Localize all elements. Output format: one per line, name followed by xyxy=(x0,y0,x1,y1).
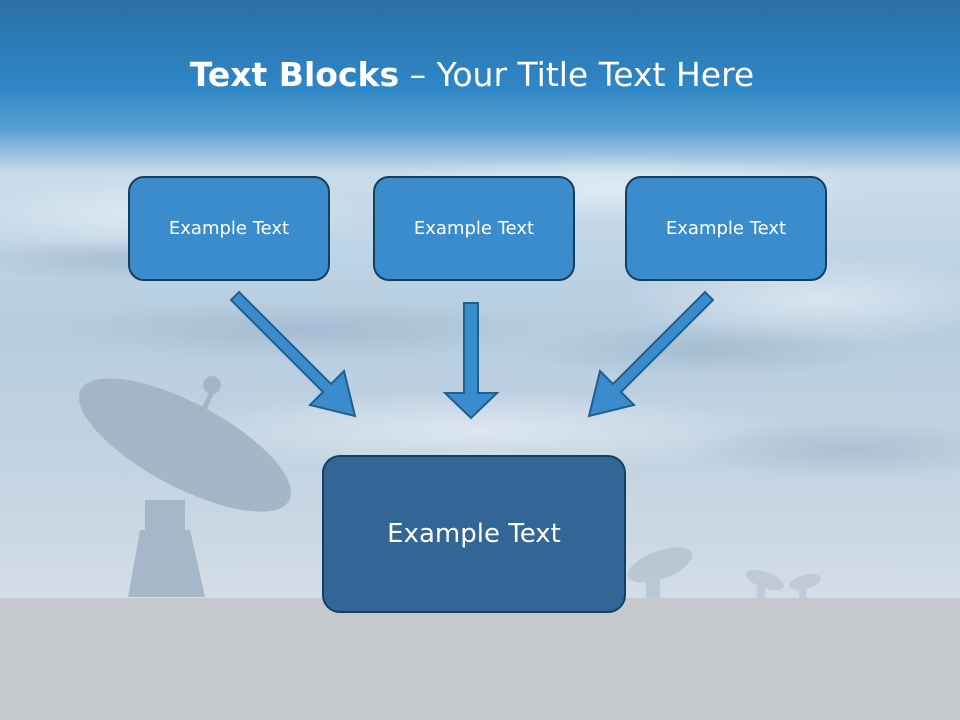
satellite-dish-icon xyxy=(789,574,821,600)
satellite-dish-icon xyxy=(78,376,292,597)
top-text-box-3-label: Example Text xyxy=(665,218,787,239)
top-text-box-2-label: Example Text xyxy=(413,218,535,239)
title-bold: Text Blocks xyxy=(189,55,400,94)
slide-title: Text Blocks – Your Title Text Here xyxy=(0,52,944,98)
satellite-dish-icon xyxy=(627,547,693,600)
title-dash: – xyxy=(399,55,437,94)
satellite-dish-icon xyxy=(746,569,784,600)
top-text-box-2[interactable]: Example Text xyxy=(373,176,575,281)
title-rest: Your Title Text Here xyxy=(436,55,755,94)
top-text-box-1[interactable]: Example Text xyxy=(128,176,330,281)
bottom-text-box-label: Example Text xyxy=(387,519,561,549)
bottom-text-box[interactable]: Example Text xyxy=(322,455,626,613)
top-text-box-3[interactable]: Example Text xyxy=(625,176,827,281)
top-text-box-1-label: Example Text xyxy=(168,218,290,239)
